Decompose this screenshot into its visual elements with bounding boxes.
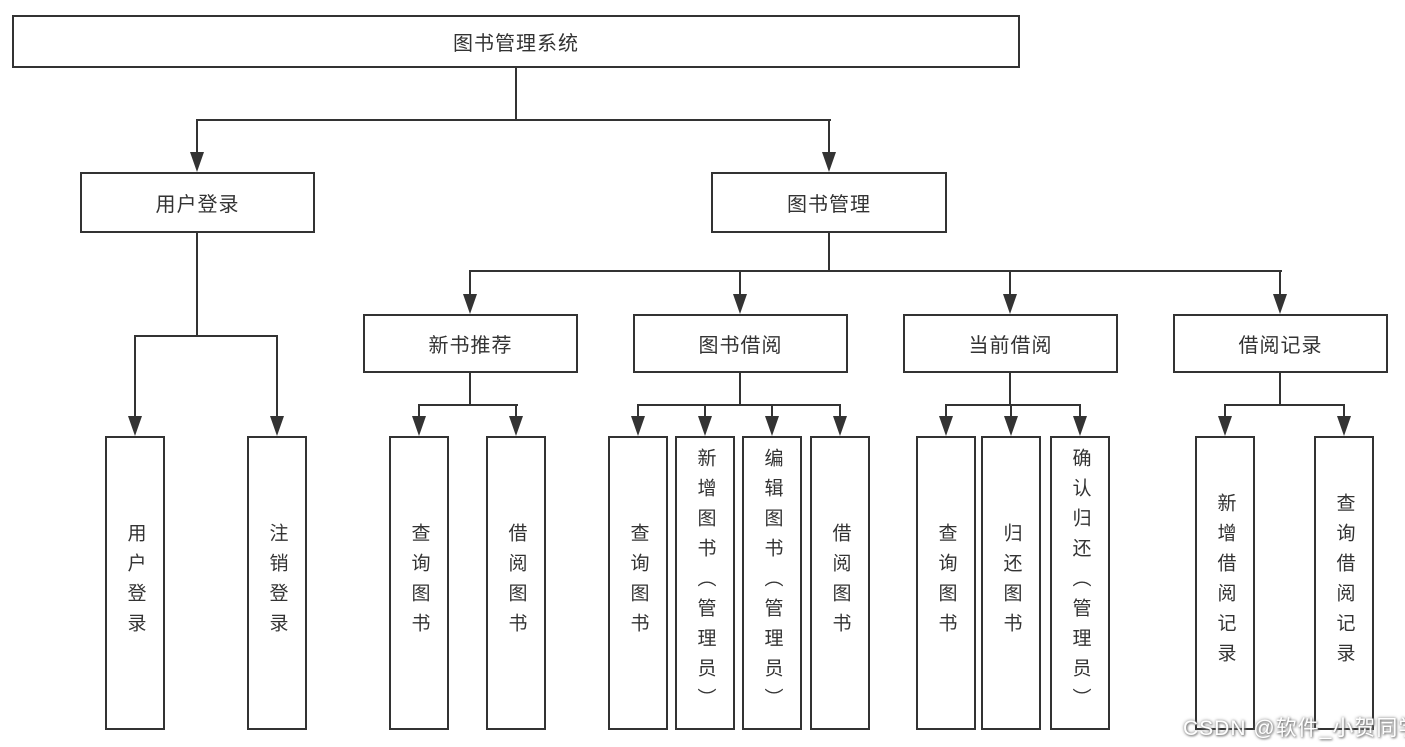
arrow-head: [939, 416, 953, 436]
leaf-confirm-return-admin: 确认归还（管理员）: [1050, 436, 1110, 730]
arrow-head: [733, 294, 747, 314]
arrow-head: [1004, 416, 1018, 436]
csdn-watermark: CSDN @软件_小贺同学: [1183, 717, 1405, 740]
connector-line: [828, 233, 830, 272]
connector-line: [196, 119, 198, 155]
node-current-borrow: 当前借阅: [903, 314, 1118, 373]
leaf-query-book-3: 查询图书: [916, 436, 976, 730]
connector-line: [1224, 404, 1345, 406]
connector-line: [469, 373, 471, 406]
connector-line: [704, 404, 706, 416]
leaf-logout: 注销登录: [247, 436, 307, 730]
node-user-login-module: 用户登录: [80, 172, 315, 233]
connector-line: [945, 404, 1081, 406]
arrow-head: [1073, 416, 1087, 436]
arrow-head: [128, 416, 142, 436]
arrow-head: [1337, 416, 1351, 436]
connector-line: [134, 335, 278, 337]
node-system-root: 图书管理系统: [12, 15, 1020, 68]
node-new-book-recommend: 新书推荐: [363, 314, 578, 373]
connector-line: [1224, 404, 1226, 416]
connector-line: [515, 404, 517, 416]
arrow-head: [509, 416, 523, 436]
connector-line: [637, 404, 639, 416]
node-borrow-record: 借阅记录: [1173, 314, 1388, 373]
connector-line: [418, 404, 420, 416]
connector-line: [1279, 373, 1281, 406]
leaf-add-book-admin: 新增图书（管理员）: [675, 436, 735, 730]
leaf-return-book: 归还图书: [981, 436, 1041, 730]
connector-line: [134, 335, 136, 416]
leaf-borrow-book-2: 借阅图书: [810, 436, 870, 730]
connector-line: [418, 404, 518, 406]
connector-line: [739, 373, 741, 406]
leaf-borrow-book-1: 借阅图书: [486, 436, 546, 730]
arrow-head: [412, 416, 426, 436]
connector-line: [1079, 404, 1081, 416]
node-book-borrow: 图书借阅: [633, 314, 848, 373]
connector-line: [196, 119, 831, 121]
leaf-query-book-1: 查询图书: [389, 436, 449, 730]
arrow-head: [698, 416, 712, 436]
connector-line: [1009, 270, 1011, 295]
leaf-query-borrow-record: 查询借阅记录: [1314, 436, 1374, 730]
connector-line: [469, 270, 471, 295]
arrow-head: [833, 416, 847, 436]
connector-line: [739, 270, 741, 295]
arrow-head: [822, 152, 836, 172]
arrow-head: [270, 416, 284, 436]
connector-line: [196, 233, 198, 336]
connector-line: [945, 404, 947, 416]
arrow-head: [1273, 294, 1287, 314]
connector-line: [469, 270, 1282, 272]
node-book-management-module: 图书管理: [711, 172, 947, 233]
arrow-head: [1218, 416, 1232, 436]
connector-line: [1343, 404, 1345, 416]
connector-line: [1010, 404, 1012, 416]
arrow-head: [463, 294, 477, 314]
connector-line: [276, 335, 278, 416]
leaf-edit-book-admin: 编辑图书（管理员）: [742, 436, 802, 730]
leaf-add-borrow-record: 新增借阅记录: [1195, 436, 1255, 730]
arrow-head: [1003, 294, 1017, 314]
connector-line: [839, 404, 841, 416]
arrow-head: [765, 416, 779, 436]
connector-line: [828, 119, 830, 155]
leaf-query-book-2: 查询图书: [608, 436, 668, 730]
connector-line: [515, 68, 517, 121]
arrow-head: [631, 416, 645, 436]
arrow-head: [190, 152, 204, 172]
connector-line: [771, 404, 773, 416]
leaf-user-login: 用户登录: [105, 436, 165, 730]
connector-line: [1009, 373, 1011, 406]
connector-line: [637, 404, 841, 406]
connector-line: [1279, 270, 1281, 295]
